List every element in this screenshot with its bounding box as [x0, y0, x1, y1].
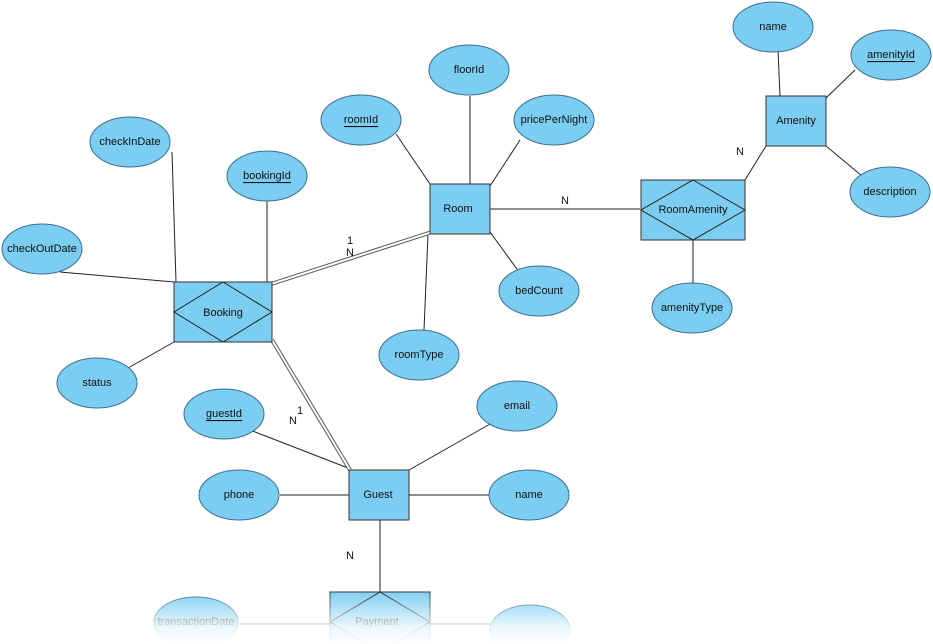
edge-guest-email	[408, 423, 491, 471]
edge-room-bedcount	[489, 231, 523, 277]
attribute-guestid[interactable]: guestId	[183, 388, 265, 440]
attribute-roomid-label: roomId	[344, 114, 378, 126]
attribute-checkoutdate[interactable]: checkOutDate	[1, 223, 83, 275]
attribute-amenitytype[interactable]: amenityType	[651, 282, 733, 334]
attribute-pricepernight[interactable]: pricePerNight	[513, 94, 595, 146]
edge-amenity-description	[825, 145, 863, 177]
entity-guest-label: Guest	[363, 489, 392, 501]
edge-amenity-name	[777, 49, 781, 97]
attribute-bookingid-label: bookingId	[243, 170, 291, 182]
edge-amenity-amenityid	[825, 69, 856, 99]
relationship-payment-label: Payment	[355, 616, 398, 628]
attribute-guest-name-label: name	[515, 489, 543, 501]
attribute-status-label: status	[82, 377, 112, 389]
attribute-amenity-name-label: name	[759, 21, 787, 33]
entity-guest[interactable]: Guest	[348, 469, 410, 521]
attribute-checkindate[interactable]: checkInDate	[89, 116, 171, 168]
attribute-roomtype[interactable]: roomType	[378, 329, 460, 381]
cardinalities: N N 1 N N 1 N	[289, 146, 744, 562]
attribute-transactiondate[interactable]: transactionDate	[153, 596, 239, 644]
cardinality-booking-guest-many: N	[289, 415, 297, 427]
cardinality-booking-guest-one: 1	[297, 405, 303, 417]
attribute-checkindate-label: checkInDate	[99, 136, 160, 148]
attribute-payment-unlabeled[interactable]	[489, 604, 571, 644]
edge-booking-checkoutdate	[59, 271, 175, 283]
attribute-bookingid[interactable]: bookingId	[226, 150, 308, 202]
relationship-roomamenity-label: RoomAmenity	[658, 204, 728, 216]
double-edge-booking-room-inner	[270, 231, 433, 285]
attribute-phone-label: phone	[224, 489, 255, 501]
edge-room-roomid	[395, 133, 431, 185]
attribute-roomid[interactable]: roomId	[320, 94, 402, 146]
edge-booking-checkindate	[171, 151, 177, 283]
attribute-description-label: description	[863, 186, 916, 198]
edge-room-pricepernight	[489, 139, 521, 187]
cardinality-amenity-roomamenity: N	[736, 146, 744, 158]
relationship-payment[interactable]: Payment	[329, 591, 431, 644]
edge-amenity-roomamenity	[744, 145, 767, 181]
attribute-floorid[interactable]: floorId	[428, 44, 510, 96]
attribute-email[interactable]: email	[476, 380, 558, 432]
entity-amenity-label: Amenity	[776, 115, 816, 127]
entity-amenity[interactable]: Amenity	[765, 95, 827, 147]
attribute-guestid-label: guestId	[206, 408, 242, 420]
cardinality-guest-payment: N	[346, 550, 354, 562]
attribute-description[interactable]: description	[849, 166, 931, 218]
edge-room-roomtype	[423, 233, 429, 331]
attribute-checkoutdate-label: checkOutDate	[7, 243, 77, 255]
attribute-transactiondate-label: transactionDate	[157, 616, 234, 628]
connectors	[59, 49, 863, 625]
attribute-guest-name[interactable]: name	[488, 469, 570, 521]
attribute-amenityid[interactable]: amenityId	[850, 29, 932, 81]
edge-booking-status	[127, 341, 175, 369]
double-edge-booking-guest-inner	[271, 339, 351, 471]
attribute-email-label: email	[504, 400, 530, 412]
cardinality-booking-room-one: 1	[347, 235, 353, 247]
attribute-bedcount[interactable]: bedCount	[498, 265, 580, 317]
attribute-status[interactable]: status	[56, 357, 138, 409]
relationship-roomamenity[interactable]: RoomAmenity	[639, 179, 747, 241]
attribute-bedcount-label: bedCount	[515, 285, 563, 297]
entity-room-label: Room	[443, 203, 472, 215]
edge-guest-guestid	[249, 429, 349, 469]
attribute-amenityid-label: amenityId	[867, 49, 915, 61]
cardinality-booking-room-many: N	[346, 247, 354, 259]
attribute-roomtype-label: roomType	[395, 349, 444, 361]
relationship-booking-label: Booking	[203, 307, 243, 319]
attribute-pricepernight-label: pricePerNight	[521, 114, 588, 126]
attribute-amenity-name[interactable]: name	[732, 1, 814, 53]
attribute-floorid-label: floorId	[454, 64, 485, 76]
relationship-booking[interactable]: Booking	[173, 281, 273, 343]
attribute-phone[interactable]: phone	[198, 469, 280, 521]
entity-room[interactable]: Room	[429, 183, 491, 235]
cardinality-room-roomamenity: N	[561, 195, 569, 207]
attribute-amenitytype-label: amenityType	[661, 302, 723, 314]
